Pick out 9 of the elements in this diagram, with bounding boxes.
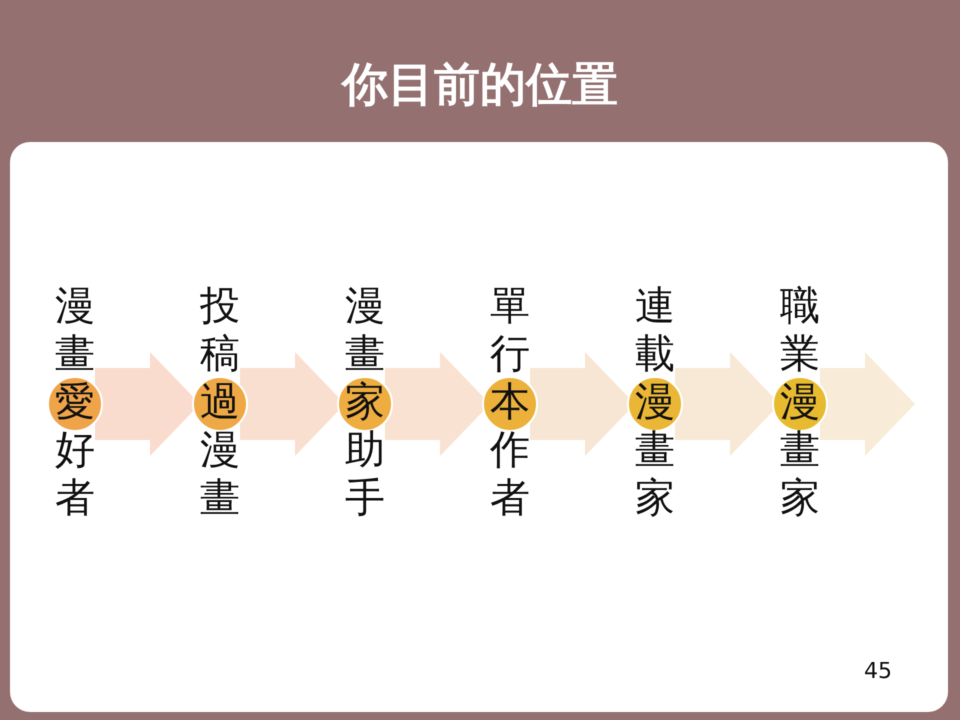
arrow — [820, 352, 915, 456]
page-number: 45 — [864, 659, 892, 684]
vertical-text: 漫畫家助手 — [345, 282, 385, 522]
vertical-text: 漫畫愛好者 — [55, 282, 95, 522]
vertical-text: 連載漫畫家 — [635, 282, 675, 522]
vertical-text: 職業漫畫家 — [780, 282, 820, 522]
vertical-text: 單行本作者 — [490, 282, 530, 522]
slide-title: 你目前的位置 — [340, 56, 619, 113]
vertical-text: 投稿過漫畫 — [200, 282, 240, 522]
